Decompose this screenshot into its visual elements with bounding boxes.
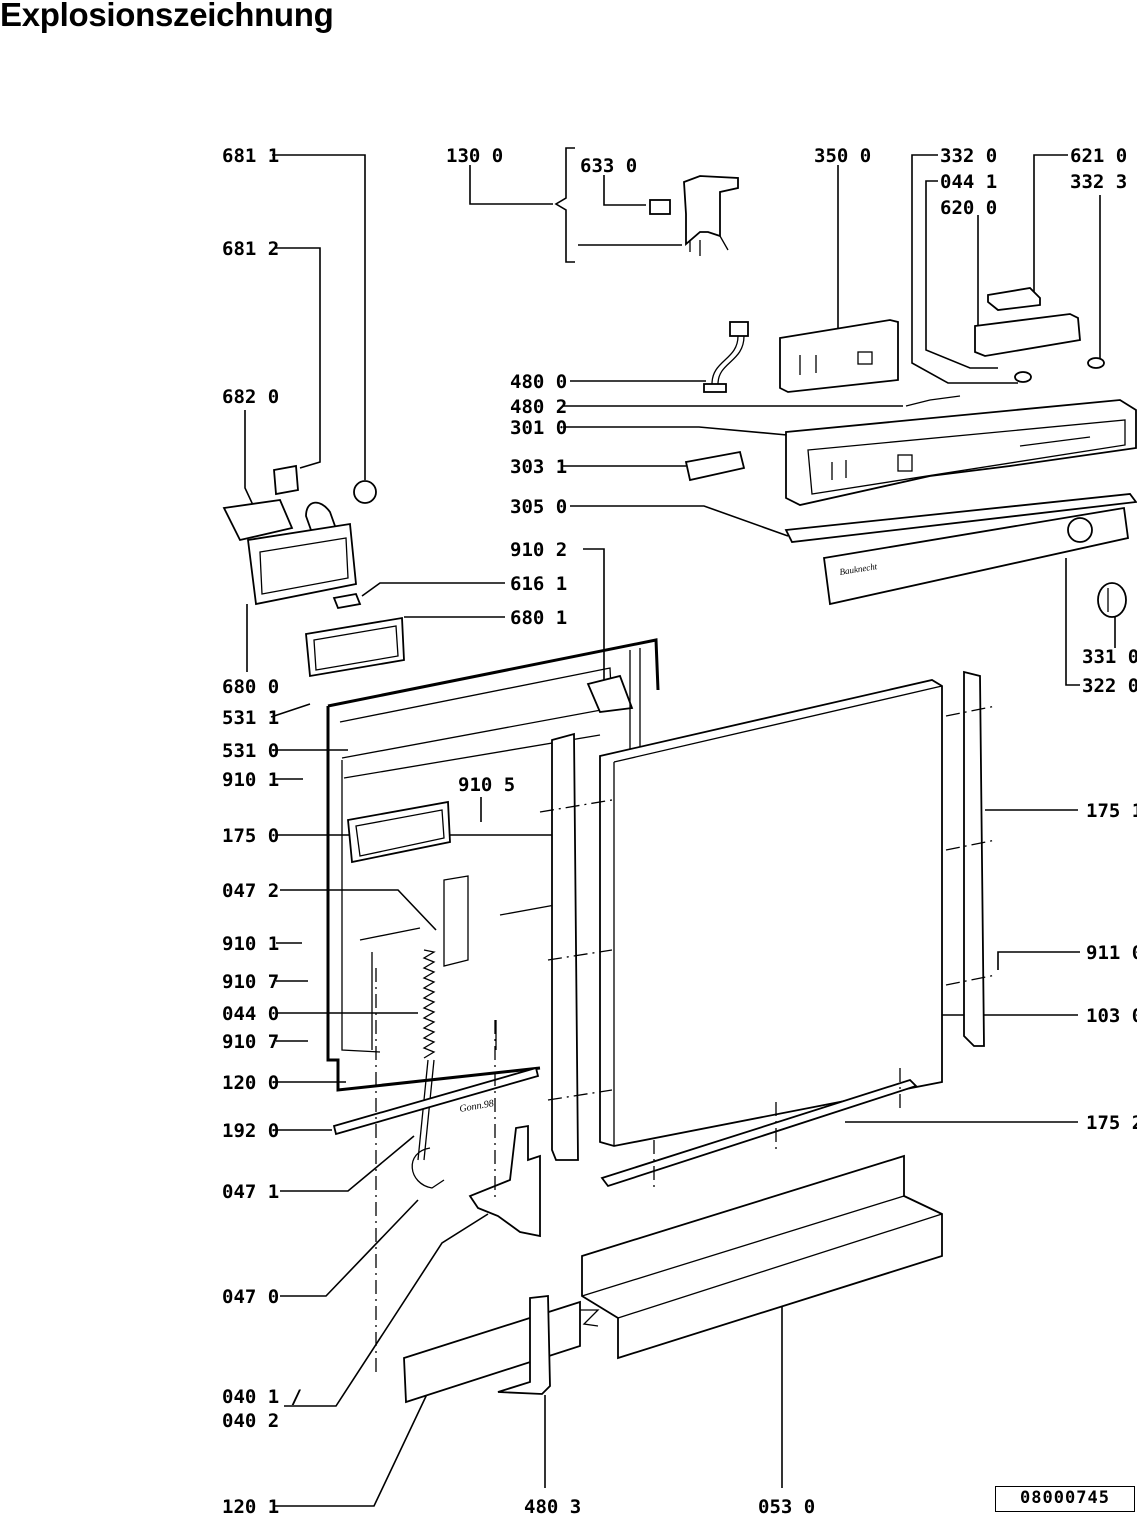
- part-label: 322 0: [1082, 675, 1137, 697]
- part-label: 480 2: [510, 396, 567, 418]
- part-label: 680 1: [510, 607, 567, 629]
- part-label: 910 7: [222, 971, 279, 993]
- cable-part: [703, 321, 749, 393]
- cap-part: [1087, 357, 1105, 369]
- part-label: 175 2: [1086, 1112, 1137, 1134]
- control-panel-housing-part: [785, 399, 1137, 506]
- part-label: 621 0: [1070, 145, 1127, 167]
- part-label: 911 0: [1086, 942, 1137, 964]
- part-label: 130 0: [446, 145, 503, 167]
- part-label: 301 0: [510, 417, 567, 439]
- part-labels: 681 1 130 0 633 0 350 0 332 0 044 1 620 …: [222, 145, 1137, 1516]
- small-cable-part: [905, 395, 961, 407]
- cap-part: [1014, 371, 1032, 383]
- part-label: 305 0: [510, 496, 567, 518]
- control-board-part: [779, 319, 899, 393]
- part-drawings: Bauknecht: [222, 175, 1137, 1404]
- part-label: 040 2: [222, 1410, 279, 1432]
- part-label: 044 1: [940, 171, 997, 193]
- part-label: 910 1: [222, 769, 279, 791]
- kick-plate-part: [581, 1154, 943, 1360]
- page-title: Explosionszeichnung: [0, 0, 334, 33]
- part-label: 682 0: [222, 386, 279, 408]
- part-label: 480 3: [524, 1496, 581, 1516]
- part-label: 910 2: [510, 539, 567, 561]
- side-strip-left-part: [551, 732, 579, 1161]
- part-label: 120 0: [222, 1072, 279, 1094]
- part-label: 910 7: [222, 1031, 279, 1053]
- small-board-part: [987, 287, 1041, 311]
- part-label: 331 0: [1082, 646, 1137, 668]
- part-label: 910 1: [222, 933, 279, 955]
- bottom-strip-part: [600, 1078, 918, 1188]
- hinge-assembly-part: [649, 175, 739, 256]
- disc-part: [353, 480, 377, 504]
- part-label: 047 1: [222, 1181, 279, 1203]
- part-label: 681 2: [222, 238, 279, 260]
- part-label: 047 0: [222, 1286, 279, 1308]
- part-label: 680 0: [222, 676, 279, 698]
- part-label: 175 0: [222, 825, 279, 847]
- module-part: [974, 313, 1081, 357]
- part-label: 192 0: [222, 1120, 279, 1142]
- fascia-panel-part: Bauknecht: [822, 506, 1130, 606]
- gasket-part: [305, 616, 405, 678]
- part-label: 332 0: [940, 145, 997, 167]
- dispenser-part: [222, 499, 357, 606]
- part-label: 616 1: [510, 573, 567, 595]
- knob-part: [1097, 582, 1127, 618]
- date-stamp: Gonn.98: [459, 1098, 495, 1115]
- part-label: 053 0: [758, 1496, 815, 1516]
- leader-lines: [244, 147, 1116, 1507]
- bracket-part: [468, 1124, 541, 1238]
- spring-part: [411, 949, 445, 1189]
- part-label: 350 0: [814, 145, 871, 167]
- part-label: 480 0: [510, 371, 567, 393]
- part-label: 633 0: [580, 155, 637, 177]
- part-label: 103 0: [1086, 1005, 1137, 1027]
- document-number-box: 08000745: [995, 1486, 1135, 1512]
- part-label: 175 1: [1086, 800, 1137, 822]
- small-flap-part: [332, 592, 362, 610]
- part-label: 120 1: [222, 1496, 279, 1516]
- cover-part: [684, 450, 746, 482]
- part-label: 910 5: [458, 774, 515, 796]
- lower-plate-part: [403, 1300, 600, 1404]
- part-label: 040 1 /: [222, 1386, 302, 1408]
- inner-door-panel-part: [326, 638, 660, 1092]
- part-label: 332 3: [1070, 171, 1127, 193]
- part-label: 044 0: [222, 1003, 279, 1025]
- foot-bracket-part: [497, 1294, 551, 1395]
- part-label: 047 2: [222, 880, 279, 902]
- side-strip-right-part: [963, 670, 985, 1047]
- part-label: 620 0: [940, 197, 997, 219]
- panel-strip-part: [784, 493, 1137, 543]
- clip-part: [273, 464, 299, 496]
- part-label: 531 1: [222, 707, 279, 729]
- part-label: 303 1: [510, 456, 567, 478]
- front-door-part: [599, 679, 943, 1147]
- part-label: 531 0: [222, 740, 279, 762]
- part-label: 681 1: [222, 145, 279, 167]
